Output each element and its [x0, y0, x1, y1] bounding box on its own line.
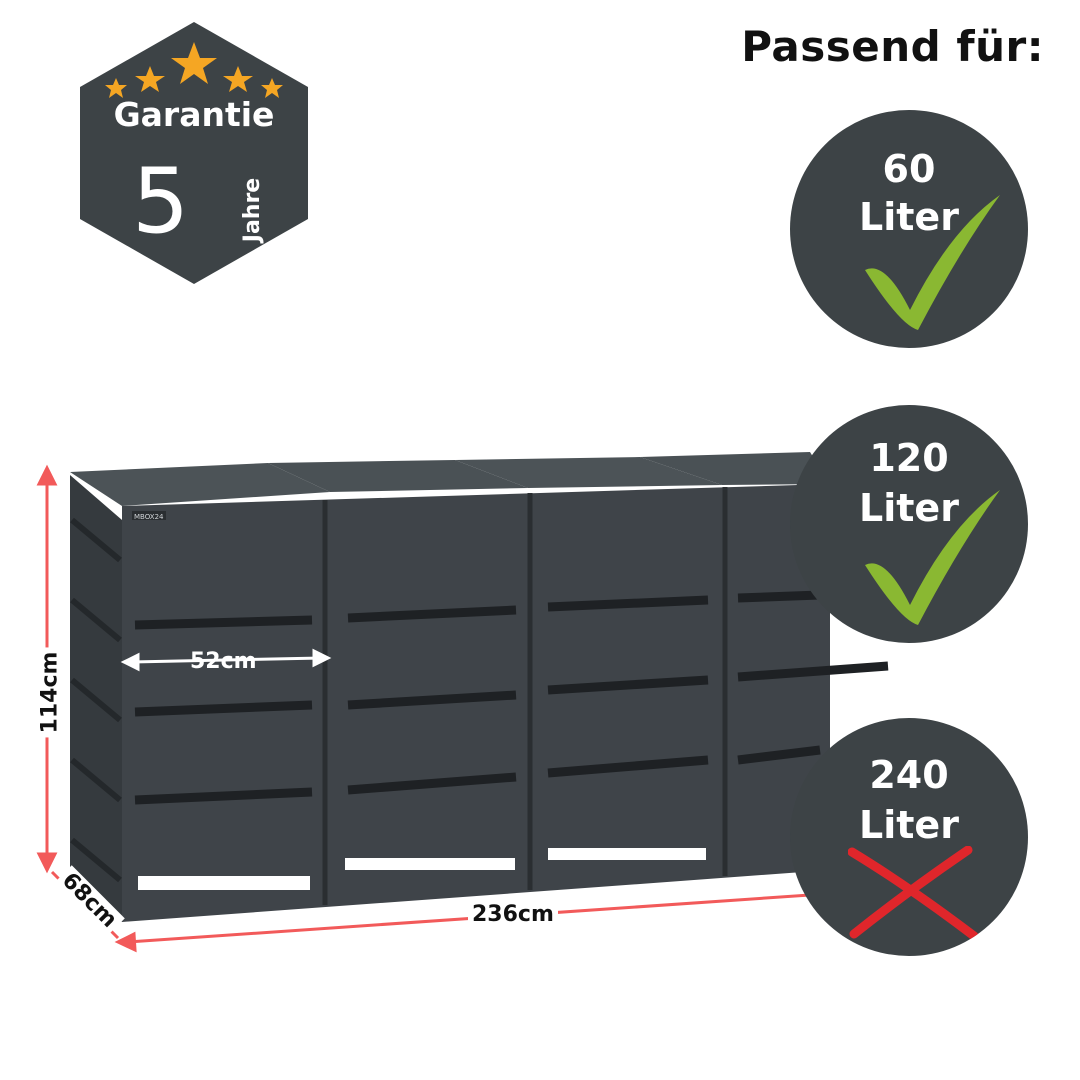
check-icon	[865, 195, 1000, 330]
compat-amount: 120	[869, 436, 949, 480]
bottom-openings	[138, 848, 706, 890]
door-width-line	[120, 648, 332, 672]
badge-title: Garantie	[113, 95, 275, 134]
compat-unit: Liter	[859, 486, 959, 530]
badge-number: 5	[132, 149, 190, 254]
brand-plate-text: MBOX24	[134, 513, 164, 521]
compat-120-liter: 120 Liter	[790, 405, 1028, 643]
lid-1	[70, 463, 330, 506]
compat-60-liter: 60 Liter	[790, 110, 1028, 348]
compat-amount: 240	[869, 753, 949, 797]
side-slats	[70, 517, 122, 883]
lid-2	[268, 460, 528, 492]
door-slat-gaps	[134, 590, 889, 805]
width-label: 236cm	[468, 902, 558, 927]
front-body	[122, 484, 830, 922]
compat-unit: Liter	[859, 195, 959, 239]
compat-unit: Liter	[859, 803, 959, 847]
compat-240-liter: 240 Liter	[790, 718, 1028, 956]
brand-plate	[132, 511, 166, 520]
door-width-label: 52cm	[190, 649, 257, 674]
hexagon-shape	[80, 22, 308, 284]
warranty-badge: Garantie 5 Jahre	[80, 22, 308, 284]
cross-icon	[848, 846, 978, 941]
stars-icon	[105, 42, 283, 98]
headline: Passend für:	[741, 22, 1044, 71]
lid-4	[640, 452, 830, 485]
height-label: 114cm	[37, 647, 63, 738]
compat-amount: 60	[882, 147, 936, 191]
lid-3	[455, 457, 722, 488]
check-icon	[865, 490, 1000, 625]
